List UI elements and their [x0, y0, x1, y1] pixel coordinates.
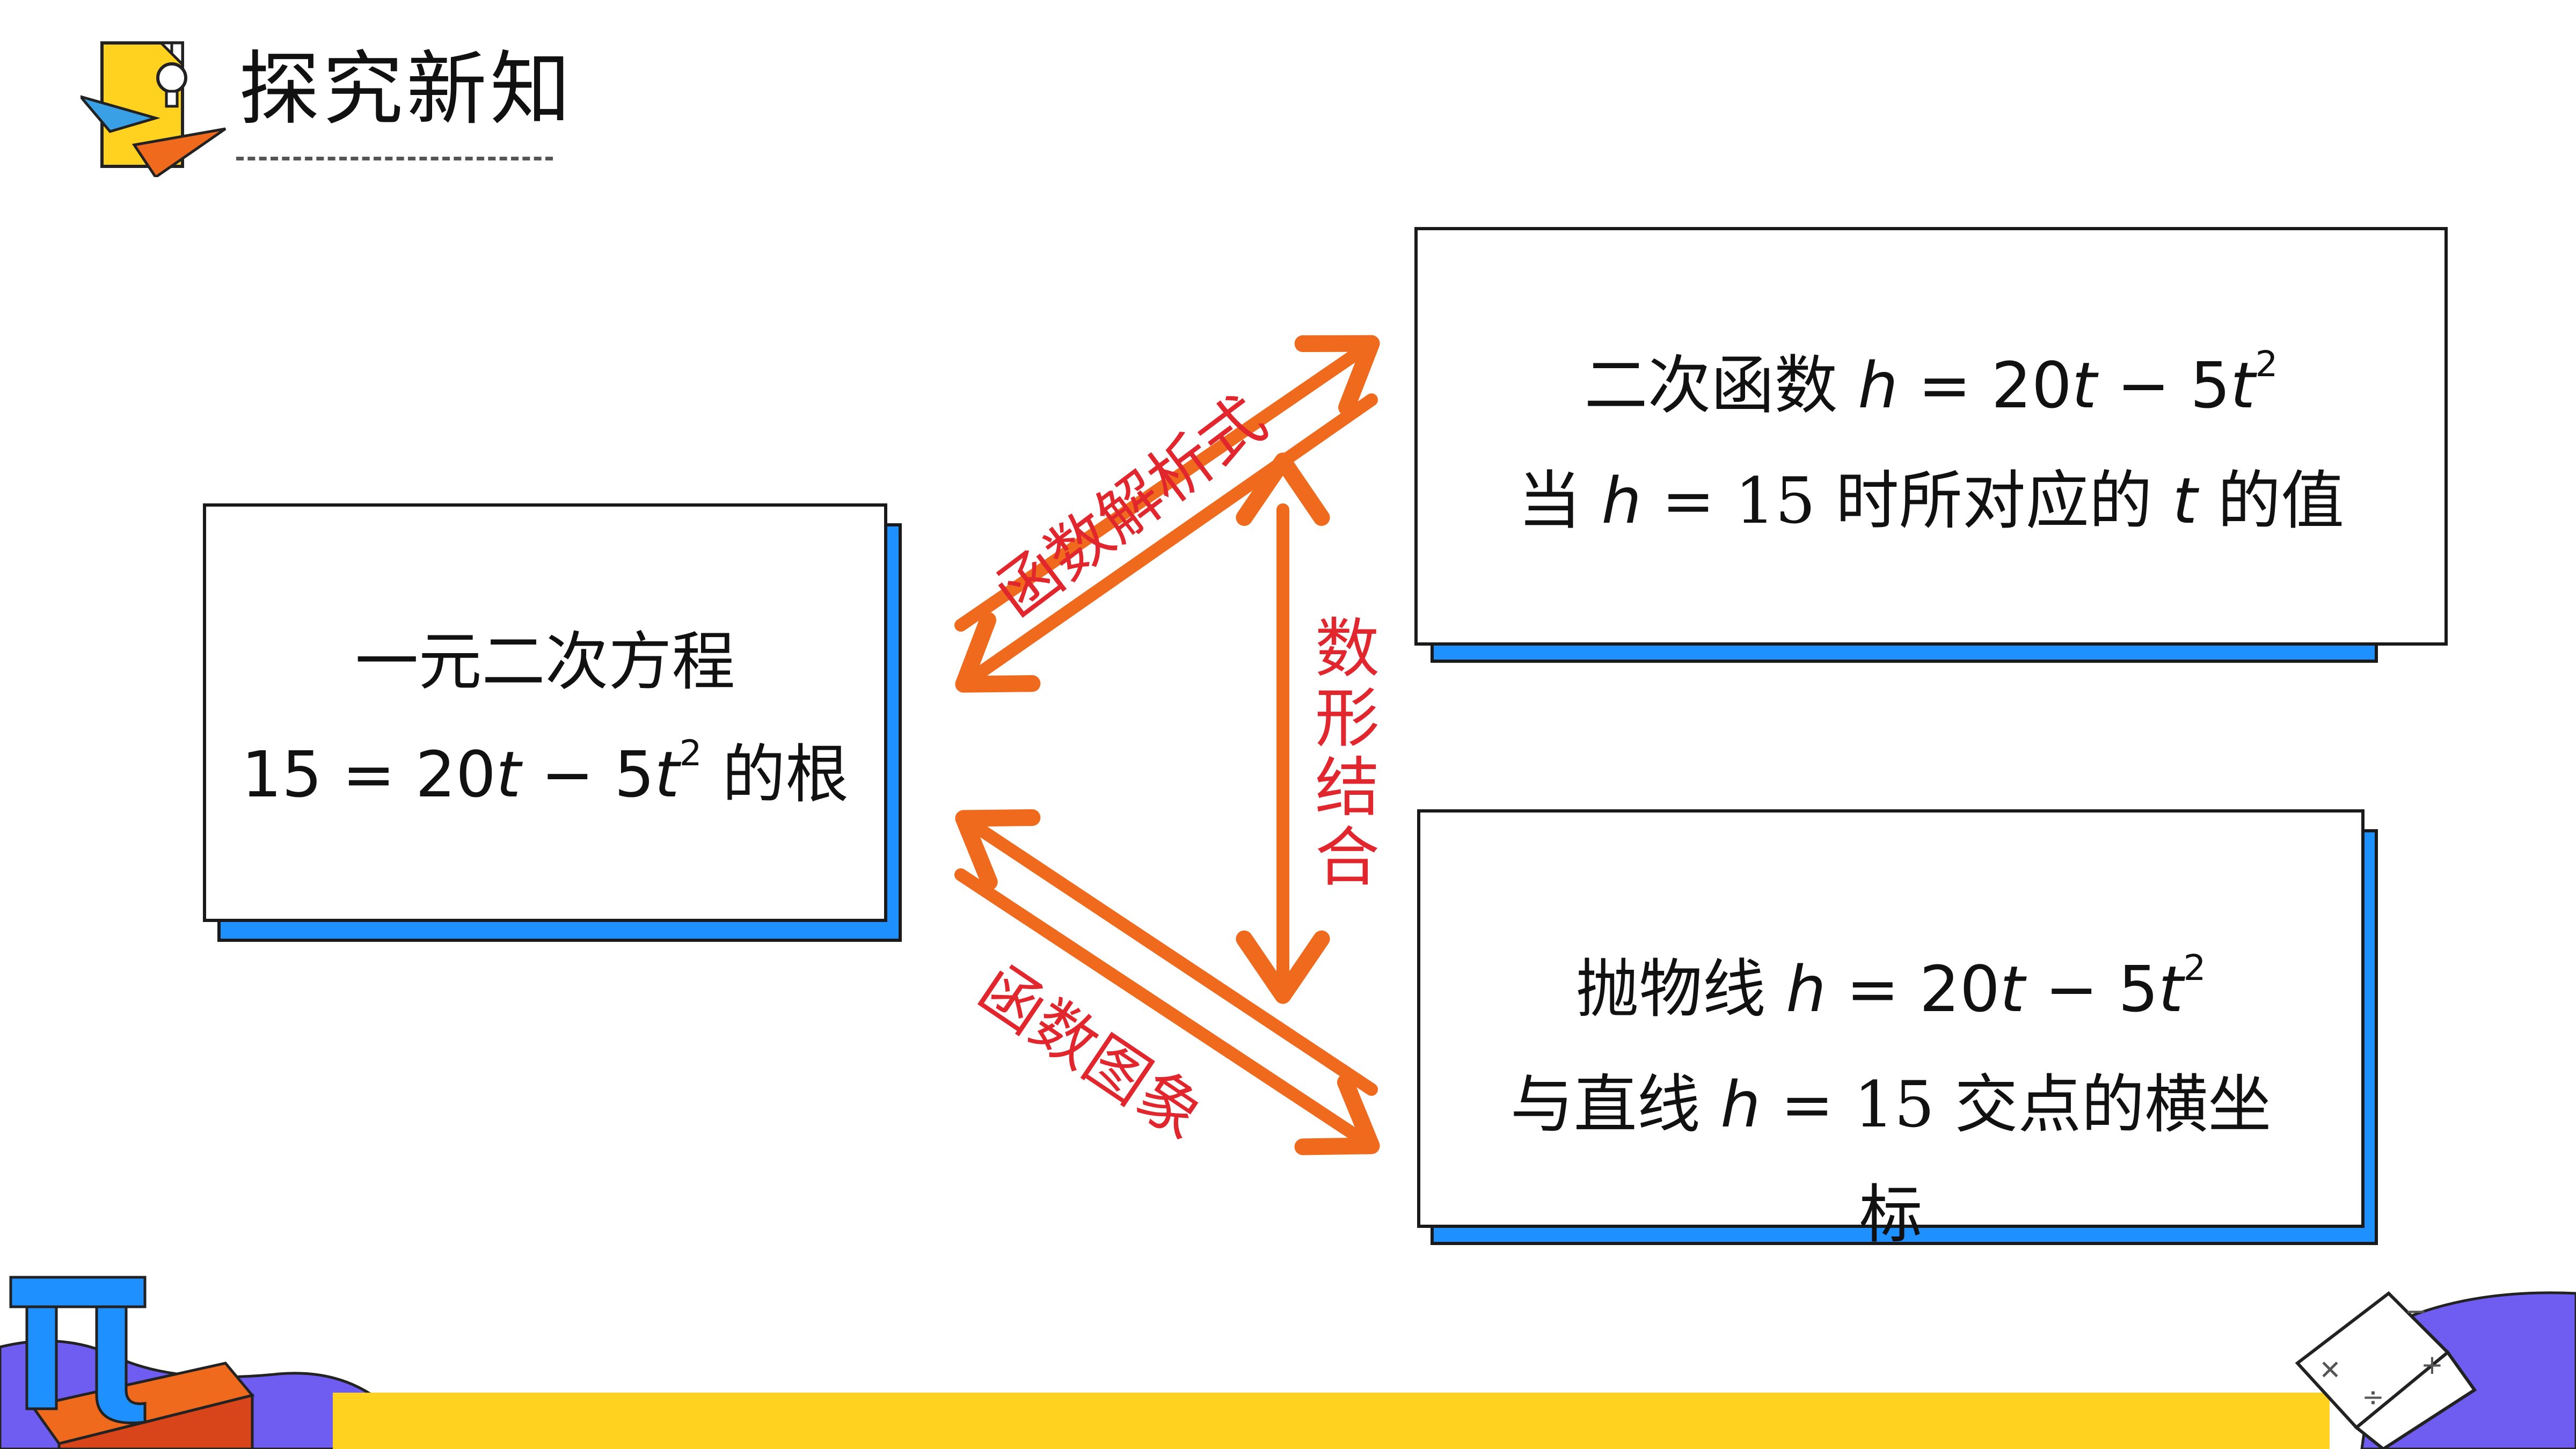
idea-paper-plane-icon	[81, 41, 227, 177]
arrow-to-function	[954, 335, 1380, 632]
label-number-shape-combination: 数形结合	[1310, 614, 1385, 892]
bottom-yellow-bar	[333, 1393, 2330, 1449]
svg-text:+: +	[2421, 1349, 2443, 1380]
equation-box: 一元二次方程 15 = 20t − 5t2 的根	[203, 503, 887, 922]
book-decoration: ✕ − ÷ +	[2295, 1291, 2576, 1449]
arrow-to-equation-bottom	[955, 809, 1378, 1096]
title-underline	[236, 157, 553, 160]
pi-block-decoration	[0, 1276, 386, 1449]
svg-text:✕: ✕	[2319, 1355, 2341, 1386]
arrow-to-graph	[954, 868, 1380, 1155]
equation-formula: 15 = 20t − 5t2 的根	[241, 733, 849, 811]
function-box: 二次函数 h = 20t − 5t2 当 h = 15 时所对应的 t 的值	[1414, 227, 2448, 646]
function-line-2: 当 h = 15 时所对应的 t 的值	[1517, 464, 2345, 538]
svg-text:−: −	[2405, 1296, 2427, 1327]
svg-text:÷: ÷	[2362, 1381, 2384, 1413]
graph-line-3: 标	[1859, 1177, 1923, 1252]
graph-line-2: 与直线 h = 15 交点的横坐	[1510, 1067, 2272, 1141]
page-title: 探究新知	[239, 43, 574, 136]
label-vertical-text: 数形结合	[1315, 612, 1380, 895]
function-line-1: 二次函数 h = 20t − 5t2	[1584, 343, 2278, 422]
arrow-to-equation-top	[955, 393, 1378, 693]
graph-line-1: 抛物线 h = 20t − 5t2	[1575, 947, 2206, 1026]
graph-box: 抛物线 h = 20t − 5t2 与直线 h = 15 交点的横坐 标	[1417, 809, 2365, 1246]
equation-title: 一元二次方程	[355, 625, 735, 699]
